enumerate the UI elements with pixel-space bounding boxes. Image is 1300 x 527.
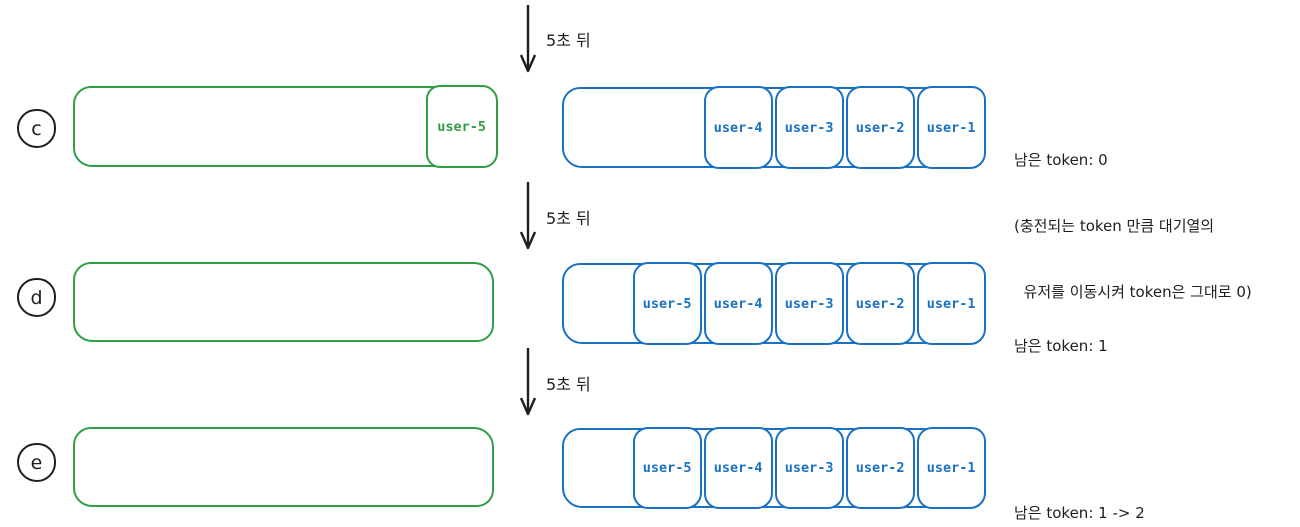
arrow-label-1: 5초 뒤 [546, 31, 591, 50]
token-bucket-c: user-5 [73, 85, 498, 168]
note-line: (충전되는 token 만큼 대기열의 [1014, 217, 1215, 235]
queue-user-item: user-3 [774, 86, 844, 169]
step-letter: e [30, 451, 43, 474]
waiting-queue-c: user-4 user-3 user-2 user-1 [562, 86, 986, 169]
note-line: 유저를 이동시켜 token은 그대로 0) [1014, 283, 1252, 301]
arrow-label-2: 5초 뒤 [546, 209, 591, 228]
step-label-c: c [17, 109, 56, 148]
down-arrow-icon [519, 5, 537, 73]
note-line: 남은 token: 0 [1014, 151, 1108, 169]
arrow-label-3: 5초 뒤 [546, 375, 591, 394]
queue-user-item: user-1 [916, 427, 986, 509]
queue-user-item: user-3 [774, 427, 844, 509]
step-letter: d [30, 286, 43, 309]
queue-user-item: user-4 [703, 86, 773, 169]
token-note-c: 남은 token: 0 (충전되는 token 만큼 대기열의 유저를 이동시켜… [1014, 105, 1252, 347]
queue-user-item: user-2 [845, 262, 915, 345]
down-arrow-icon [519, 182, 537, 250]
queue-user-item: user-4 [703, 427, 773, 509]
transition-arrow-2 [517, 182, 539, 254]
queue-user-item: user-5 [632, 427, 702, 509]
transition-arrow-1 [517, 5, 539, 77]
waiting-queue-d: user-5 user-4 user-3 user-2 user-1 [562, 262, 986, 345]
queue-user-item: user-4 [703, 262, 773, 345]
note-line: 남은 token: 1 [1014, 337, 1108, 355]
queue-user-item: user-2 [845, 86, 915, 169]
transition-arrow-3 [517, 348, 539, 420]
step-label-e: e [17, 443, 56, 482]
down-arrow-icon [519, 348, 537, 416]
token-note-d: 남은 token: 1 [1014, 291, 1108, 401]
queue-user-item: user-1 [916, 262, 986, 345]
step-letter: c [31, 117, 42, 140]
queue-user-item: user-3 [774, 262, 844, 345]
note-line: 남은 token: 1 -> 2 [1014, 504, 1145, 522]
queue-user-item: user-1 [916, 86, 986, 169]
token-bucket-d [73, 262, 494, 342]
token-bucket-e [73, 427, 494, 507]
waiting-queue-e: user-5 user-4 user-3 user-2 user-1 [562, 427, 986, 509]
queue-user-item: user-2 [845, 427, 915, 509]
queue-user-item: user-5 [632, 262, 702, 345]
step-label-d: d [17, 278, 56, 317]
bucket-user-item: user-5 [425, 85, 498, 168]
token-note-e: 남은 token: 1 -> 2 [1014, 458, 1145, 527]
